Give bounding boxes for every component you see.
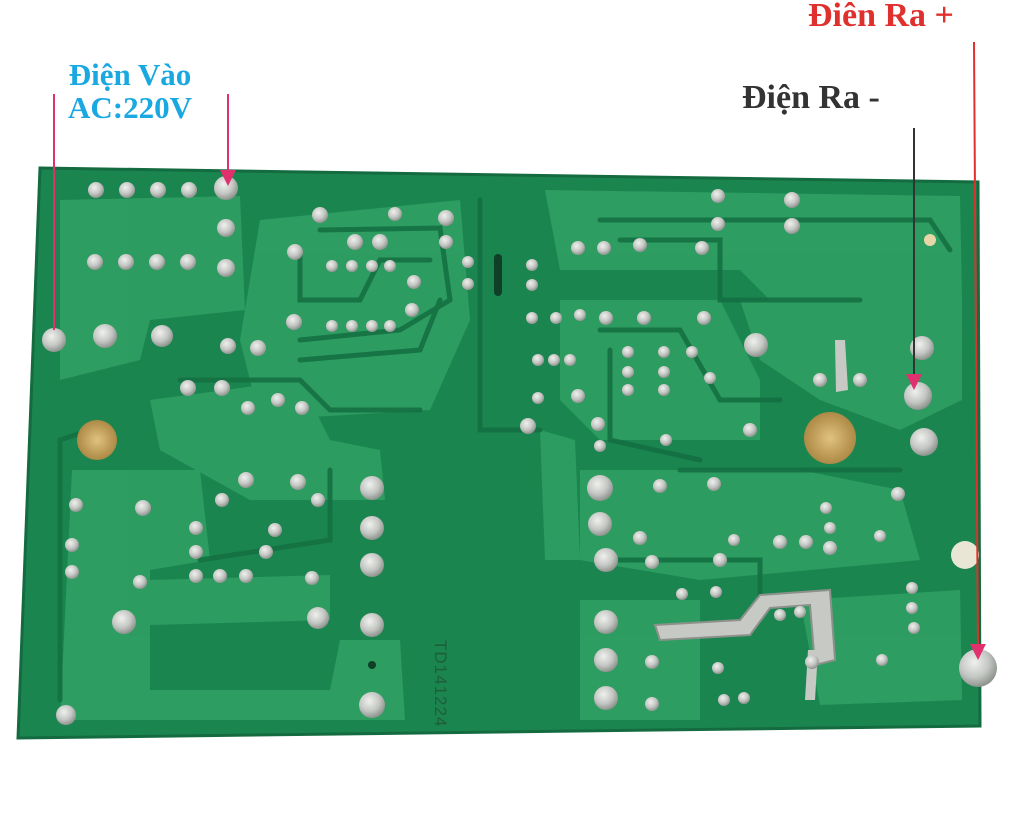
solder-pads-left	[42, 176, 474, 725]
output-negative-label: Điện Ra -	[742, 79, 880, 116]
mounting-holes	[77, 234, 979, 569]
board-slot	[494, 254, 502, 296]
pointer-arrow	[969, 41, 986, 660]
input-label-line2: AC:220V	[68, 90, 192, 126]
board-silkscreen-code: TD141224	[431, 640, 450, 728]
input-label-line1: Điện Vào	[68, 57, 192, 92]
output-positive-label: Điên Ra +	[808, 0, 954, 34]
pointer-lines	[53, 41, 986, 660]
input-voltage-label: Điện Vào AC:220V	[68, 58, 192, 125]
solder-pads-right	[520, 189, 997, 711]
